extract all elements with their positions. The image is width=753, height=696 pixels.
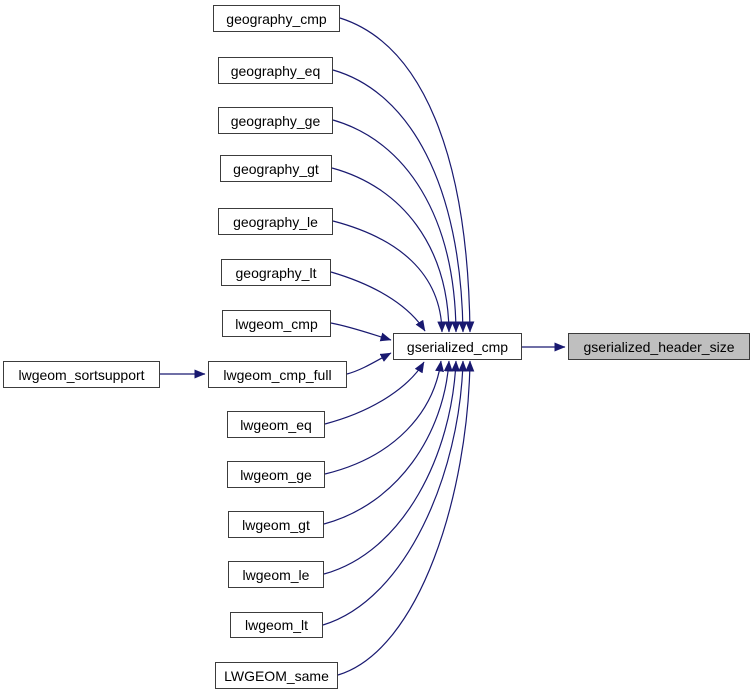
node-geography_eq[interactable]: geography_eq — [218, 57, 333, 84]
edge-lwgeom_eq-gserialized_cmp — [324, 361, 425, 425]
edge-geography_gt-gserialized_cmp — [331, 167, 454, 333]
edge-lwgeom_lt-gserialized_cmp — [322, 360, 468, 626]
node-geography_cmp[interactable]: geography_cmp — [213, 5, 340, 32]
edge-lwgeom_le-gserialized_cmp — [323, 360, 461, 575]
node-lwgeom_gt[interactable]: lwgeom_gt — [228, 511, 324, 538]
edge-geography_le-gserialized_cmp — [332, 220, 447, 333]
node-geography_le[interactable]: geography_le — [218, 208, 333, 235]
edge-geography_lt-gserialized_cmp — [330, 271, 426, 332]
edge-geography_ge-gserialized_cmp — [332, 119, 461, 333]
node-lwgeom_le[interactable]: lwgeom_le — [228, 561, 324, 588]
edge-lwgeom_cmp_full-gserialized_cmp — [346, 352, 392, 375]
edge-geography_cmp-gserialized_cmp — [339, 17, 475, 333]
node-lwgeom_ge[interactable]: lwgeom_ge — [227, 461, 325, 488]
node-LWGEOM_same[interactable]: LWGEOM_same — [215, 662, 338, 689]
node-geography_lt[interactable]: geography_lt — [221, 259, 331, 286]
node-lwgeom_sortsupport[interactable]: lwgeom_sortsupport — [3, 361, 160, 388]
edge-lwgeom_cmp-gserialized_cmp — [330, 322, 392, 342]
edge-geography_eq-gserialized_cmp — [332, 69, 468, 333]
node-lwgeom_eq[interactable]: lwgeom_eq — [227, 411, 325, 438]
node-lwgeom_cmp_full[interactable]: lwgeom_cmp_full — [208, 361, 347, 388]
node-lwgeom_lt[interactable]: lwgeom_lt — [230, 612, 323, 638]
node-gserialized_header_size: gserialized_header_size — [568, 333, 750, 360]
edge-lwgeom_gt-gserialized_cmp — [323, 360, 453, 525]
node-gserialized_cmp[interactable]: gserialized_cmp — [393, 333, 522, 360]
edge-LWGEOM_same-gserialized_cmp — [337, 360, 475, 676]
edge-lwgeom_ge-gserialized_cmp — [324, 360, 445, 475]
node-geography_gt[interactable]: geography_gt — [220, 155, 332, 182]
node-lwgeom_cmp[interactable]: lwgeom_cmp — [222, 310, 331, 337]
node-geography_ge[interactable]: geography_ge — [218, 107, 333, 134]
